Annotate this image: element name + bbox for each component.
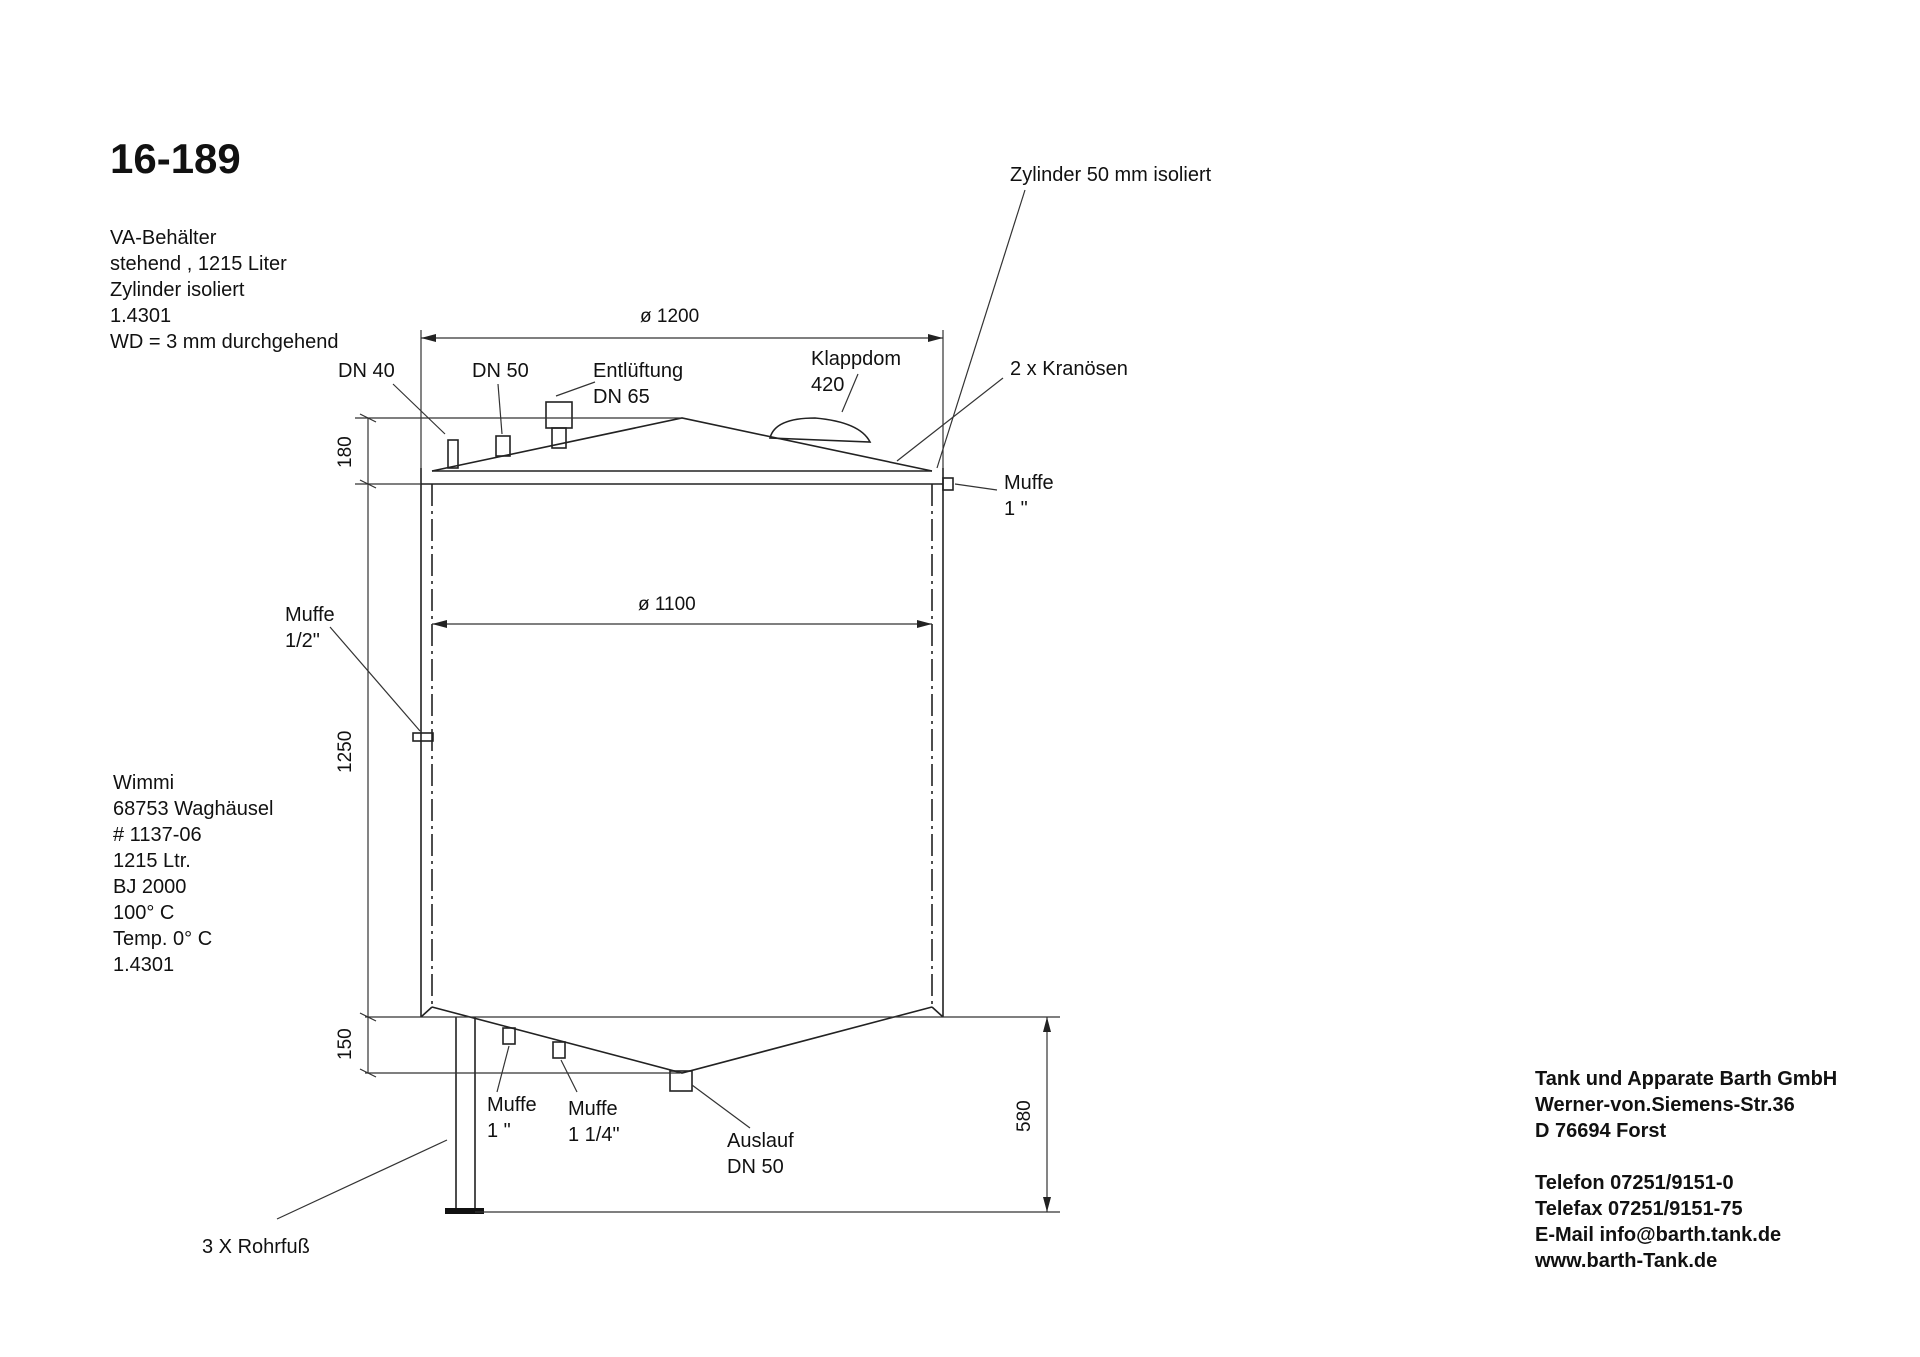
customer-line: 1.4301	[113, 954, 174, 976]
bottom-shell-corner-left	[420, 1006, 433, 1018]
label-manhole-2: 420	[811, 374, 844, 396]
dim-cone-height: 150	[335, 1028, 356, 1060]
company-block: Tank und Apparate Barth GmbH Werner-von.…	[1534, 1068, 1837, 1272]
customer-line: 1215 Ltr.	[113, 850, 191, 872]
customer-line: 68753 Waghäusel	[113, 798, 274, 820]
arrow-head	[1043, 1017, 1051, 1032]
muffe-side	[412, 732, 434, 742]
leader-vent	[555, 381, 596, 397]
label-muffe-bottom2-2: 1 1/4"	[568, 1124, 620, 1146]
label-muffe-right-2: 1 "	[1004, 498, 1028, 520]
label-muffe-side-2: 1/2"	[285, 630, 320, 652]
muffe-bottom-1	[502, 1027, 516, 1045]
company-email: E-Mail info@barth.tank.de	[1535, 1224, 1781, 1246]
label-insulation: Zylinder 50 mm isoliert	[1010, 164, 1212, 186]
arrow-head	[1043, 1197, 1051, 1212]
label-vent-1: Entlüftung	[593, 360, 683, 382]
dim-leg-height: 580	[1014, 1100, 1035, 1132]
leader-dn40	[392, 383, 446, 435]
arrow-head	[421, 334, 436, 342]
company-line: Tank und Apparate Barth GmbH	[1535, 1068, 1837, 1090]
leader-muffe-bottom-2	[560, 1059, 578, 1093]
outlet-nozzle	[669, 1070, 693, 1092]
company-phone: Telefon 07251/9151-0	[1535, 1172, 1734, 1194]
label-vent-2: DN 65	[593, 386, 650, 408]
label-lugs: 2 x Kranösen	[1010, 358, 1128, 380]
bottom-shell-corner-right	[931, 1006, 944, 1018]
company-line: Werner-von.Siemens-Str.36	[1535, 1094, 1795, 1116]
customer-line: 100° C	[113, 902, 174, 924]
customer-line: # 1137-06	[113, 824, 202, 846]
customer-line: Temp. 0° C	[113, 928, 212, 950]
description-block: VA-Behälter stehend , 1215 Liter Zylinde…	[110, 227, 338, 353]
leader-lugs	[896, 377, 1004, 462]
customer-block: Wimmi 68753 Waghäusel # 1137-06 1215 Ltr…	[113, 772, 274, 976]
leader-legs	[276, 1139, 448, 1220]
leader-outlet	[691, 1084, 751, 1129]
label-manhole-1: Klappdom	[811, 348, 901, 370]
description-line: 1.4301	[110, 305, 171, 327]
nozzle-dn50	[495, 435, 511, 457]
leader-manhole	[841, 373, 859, 413]
leader-muffe-right	[954, 483, 998, 491]
arrow-head	[917, 620, 932, 628]
dim-outer-diameter: ø 1200	[640, 306, 699, 327]
dim-tick	[359, 413, 377, 423]
description-line: Zylinder isoliert	[110, 279, 245, 301]
drawing-number: 16-189	[110, 135, 241, 182]
customer-line: BJ 2000	[113, 876, 186, 898]
leader-muffe-bottom-1	[496, 1045, 510, 1093]
arrow-head	[928, 334, 943, 342]
label-dn40: DN 40	[338, 360, 395, 382]
label-outlet-1: Auslauf	[727, 1130, 794, 1152]
muffe-right	[942, 477, 954, 491]
description-line: stehend , 1215 Liter	[110, 253, 287, 275]
arrow-head	[432, 620, 447, 628]
label-outlet-2: DN 50	[727, 1156, 784, 1178]
dim-tick	[359, 479, 377, 489]
muffe-bottom-2	[552, 1041, 566, 1059]
dim-inner-diameter: ø 1100	[638, 594, 696, 615]
leader-muffe-side	[329, 626, 421, 732]
dim-tick	[359, 1068, 377, 1078]
leader-insulation	[936, 189, 1026, 469]
label-muffe-right-1: Muffe	[1004, 472, 1054, 494]
description-line: WD = 3 mm durchgehend	[110, 331, 338, 353]
company-website: www.barth-Tank.de	[1534, 1250, 1717, 1272]
nozzle-dn40	[447, 439, 459, 469]
dim-tick	[359, 1012, 377, 1022]
label-muffe-bottom2-1: Muffe	[568, 1098, 618, 1120]
leg-foot	[445, 1208, 484, 1214]
label-muffe-bottom1-2: 1 "	[487, 1120, 511, 1142]
nozzle-vent-cap	[545, 401, 573, 429]
company-line: D 76694 Forst	[1535, 1120, 1667, 1142]
top-cone	[431, 417, 933, 472]
manhole-dome	[768, 417, 872, 443]
description-line: VA-Behälter	[110, 227, 217, 249]
label-legs: 3 X Rohrfuß	[202, 1236, 310, 1258]
dim-top-height: 180	[335, 436, 356, 468]
customer-line: Wimmi	[113, 772, 174, 794]
label-muffe-side-1: Muffe	[285, 604, 335, 626]
label-dn50: DN 50	[472, 360, 529, 382]
leader-dn50	[497, 383, 503, 435]
dim-cylinder-height: 1250	[335, 731, 356, 773]
company-fax: Telefax 07251/9151-75	[1535, 1198, 1743, 1220]
label-muffe-bottom1-1: Muffe	[487, 1094, 537, 1116]
